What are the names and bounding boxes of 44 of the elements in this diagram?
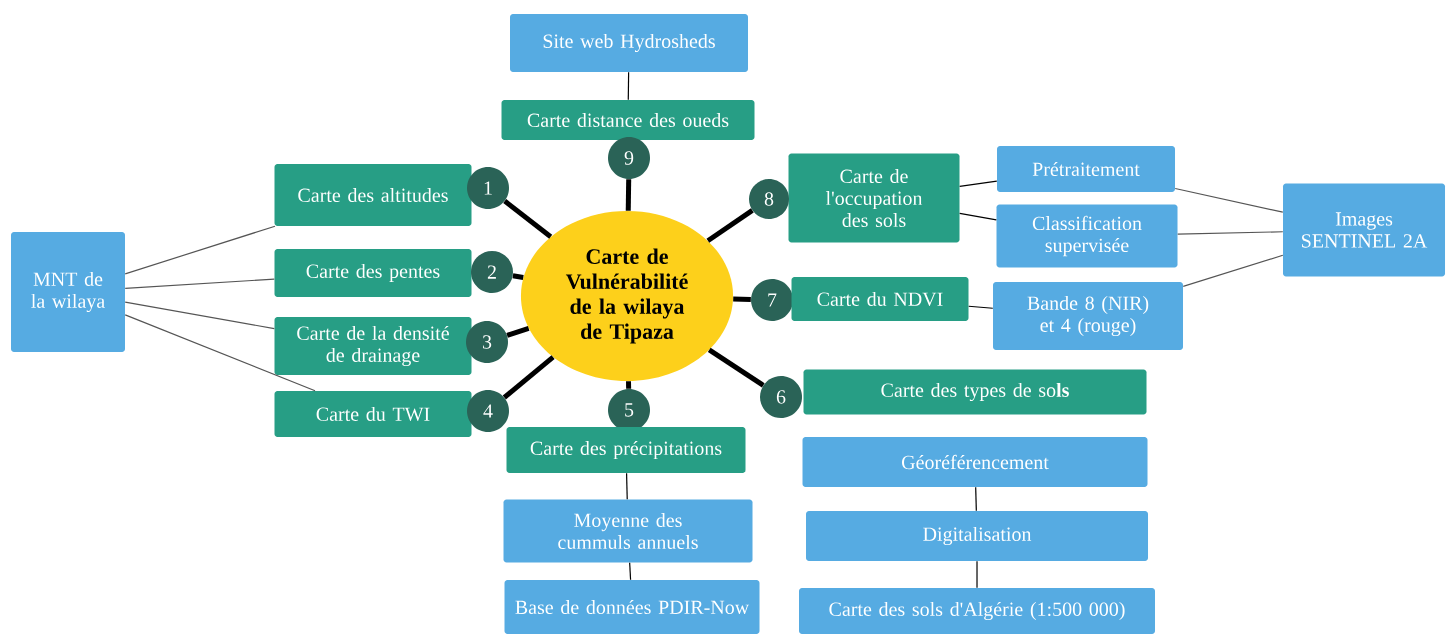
connector-line: [626, 472, 628, 500]
connector-line: [124, 278, 275, 290]
map-box: Carte de la densité de drainage: [274, 317, 472, 375]
source-box: Carte des sols d'Algérie (1:500 000): [799, 588, 1155, 634]
source-box: Digitalisation: [806, 511, 1148, 561]
connector-line: [1182, 254, 1284, 287]
connector-line: [959, 180, 998, 187]
source-box: Classification supervisée: [996, 204, 1178, 268]
connector-line: [629, 562, 632, 581]
spoke-line: [503, 199, 553, 239]
connector-line: [976, 560, 978, 589]
spoke-line: [626, 381, 632, 389]
connector-line: [968, 305, 994, 309]
source-box: Moyenne des cummuls annuels: [503, 499, 753, 563]
map-box: Carte des pentes: [274, 249, 472, 297]
spoke-line: [733, 296, 751, 302]
connector-line: [124, 301, 275, 330]
source-box: Géoréférencement: [802, 437, 1148, 487]
source-box: Images SENTINEL 2A: [1283, 183, 1445, 277]
connector-line: [975, 486, 977, 512]
spoke-line: [706, 208, 754, 243]
source-box: MNT de la wilaya: [11, 232, 125, 352]
source-box: Base de données PDIR-Now: [504, 580, 760, 634]
spoke-line: [512, 273, 524, 281]
spoke-line: [506, 325, 530, 338]
map-box: Carte des altitudes: [274, 164, 472, 226]
map-box: Carte du TWI: [274, 391, 472, 437]
spoke-line: [707, 347, 765, 388]
map-box: Carte distance des oueds: [501, 100, 755, 140]
connector-line: [1177, 231, 1284, 235]
source-box: Bande 8 (NIR) et 4 (rouge): [993, 282, 1183, 350]
spoke-line: [625, 179, 632, 211]
source-box: Site web Hydrosheds: [510, 14, 748, 72]
connector-line: [124, 225, 276, 275]
connector-line: [627, 71, 630, 101]
map-box: Carte du NDVI: [791, 277, 969, 321]
source-box: Prétraitement: [997, 146, 1175, 192]
map-box: Carte des types de sols: [803, 369, 1147, 415]
connector-line: [1174, 187, 1284, 213]
connector-line: [124, 314, 316, 392]
connector-line: [959, 212, 997, 221]
map-box: Carte des précipitations: [506, 427, 746, 473]
spoke-line: [502, 355, 555, 400]
map-box: Carte de l'occupation des sols: [788, 153, 960, 243]
